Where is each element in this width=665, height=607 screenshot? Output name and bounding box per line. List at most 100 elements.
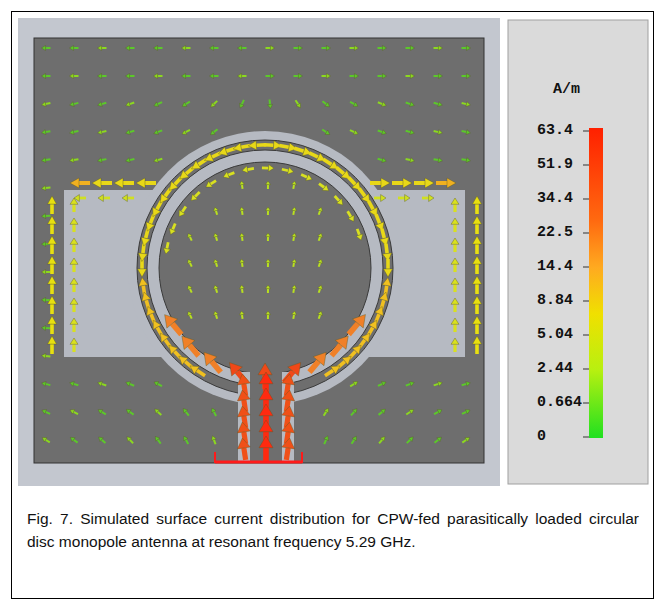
current-arrow-head	[99, 437, 104, 442]
current-arrow-shaft	[267, 315, 269, 319]
current-arrow-shaft	[406, 412, 410, 415]
current-arrow-head	[282, 406, 295, 417]
current-arrow-shaft	[46, 187, 51, 190]
current-arrow-shaft	[46, 47, 51, 49]
current-arrow-shaft	[242, 47, 247, 49]
current-arrow-shaft	[462, 75, 467, 77]
current-arrow-head	[179, 210, 185, 216]
current-arrow-head	[42, 297, 46, 302]
current-arrow-shaft	[190, 289, 192, 293]
current-arrow-shaft	[319, 263, 320, 267]
current-arrow-head	[238, 74, 242, 79]
current-arrow-head	[380, 437, 385, 442]
current-arrow-shaft	[195, 192, 200, 197]
current-arrow-shaft	[319, 289, 320, 293]
current-arrow-shaft	[263, 448, 269, 462]
current-arrow-head	[98, 158, 102, 163]
current-arrow-shaft	[453, 264, 456, 272]
current-arrow-head	[409, 437, 414, 442]
current-arrow-shaft	[102, 103, 107, 104]
current-arrow-shaft	[453, 244, 456, 252]
current-arrow-head	[74, 195, 79, 202]
current-arrow-head	[375, 306, 383, 315]
current-arrow-head	[318, 285, 323, 289]
current-arrow-head	[183, 408, 187, 413]
current-arrow-shaft	[378, 102, 383, 104]
current-arrow-shaft	[46, 384, 51, 385]
current-arrow-head	[473, 196, 482, 204]
current-arrow-head	[403, 178, 412, 188]
current-arrow-head	[242, 166, 248, 173]
current-arrow-head	[239, 181, 244, 185]
current-arrow-head	[213, 207, 218, 211]
scale-value: 63.4	[537, 122, 573, 140]
legend-panel	[508, 20, 648, 484]
current-arrow-shaft	[267, 289, 269, 293]
current-arrow-shaft	[101, 181, 112, 185]
current-arrow-head	[466, 102, 471, 107]
current-arrow-head	[237, 422, 250, 433]
current-arrow-head	[204, 153, 213, 161]
current-arrow-head	[42, 269, 46, 274]
current-arrow-head	[331, 366, 340, 374]
current-arrow-head	[191, 194, 197, 200]
current-arrow-head	[473, 236, 482, 244]
current-arrow-shaft	[74, 75, 79, 77]
current-arrow-head	[466, 158, 470, 163]
current-arrow-head	[292, 311, 297, 315]
current-arrow-head	[438, 381, 443, 386]
current-arrow-head	[210, 46, 214, 51]
current-arrow-head	[325, 102, 330, 106]
current-arrow-shaft	[46, 130, 51, 133]
current-arrow-head	[369, 320, 377, 329]
current-arrow-shaft	[294, 148, 303, 151]
current-arrow-shaft	[158, 47, 163, 49]
current-arrow-shaft	[475, 264, 479, 274]
cpw-gap	[238, 372, 294, 463]
current-arrow-shaft	[264, 143, 274, 147]
current-arrow-shaft	[186, 440, 188, 444]
current-arrow-shaft	[462, 103, 467, 104]
current-arrow-shaft	[422, 197, 429, 200]
current-arrow-head	[318, 259, 323, 263]
current-arrow-head	[182, 102, 187, 106]
current-arrow-head	[70, 46, 74, 51]
current-arrow-head	[451, 238, 459, 244]
current-arrow-head	[223, 172, 229, 179]
current-arrow-head	[213, 259, 218, 263]
current-arrow-shaft	[322, 47, 327, 49]
current-arrow-shaft	[350, 47, 355, 49]
current-arrow-shaft	[242, 75, 247, 77]
current-arrow-head	[154, 158, 159, 163]
current-arrow-shaft	[79, 197, 86, 200]
current-arrow-shaft	[241, 263, 244, 267]
current-arrow-head	[70, 278, 78, 284]
current-arrow-shaft	[475, 224, 479, 234]
current-arrow-shaft	[46, 412, 51, 414]
current-arrow-head	[465, 410, 470, 414]
current-arrow-head	[266, 233, 271, 237]
current-arrow-shaft	[158, 130, 163, 132]
current-arrow-head	[42, 381, 47, 386]
current-arrow-head	[239, 285, 244, 289]
current-arrow-head	[70, 218, 78, 224]
current-arrow-shaft	[189, 345, 198, 356]
current-arrow-head	[182, 130, 187, 134]
current-arrow-head	[155, 436, 159, 441]
current-arrow-head	[182, 336, 195, 349]
current-arrow-head	[42, 410, 47, 415]
current-arrow-shaft	[319, 315, 320, 319]
current-arrow-head	[352, 409, 357, 414]
current-arrow-head	[42, 438, 47, 442]
current-arrow-head	[429, 195, 434, 202]
current-arrow-shaft	[325, 370, 333, 375]
figure-caption: Fig. 7. Simulated surface current distri…	[27, 507, 639, 553]
current-arrow-shaft	[74, 158, 79, 161]
current-arrow-shaft	[212, 361, 221, 372]
current-arrow-head	[353, 382, 358, 386]
current-arrow-head	[270, 74, 274, 79]
current-arrow-shaft	[386, 259, 390, 269]
current-arrow-shaft	[241, 315, 244, 319]
current-arrow-head	[306, 174, 312, 180]
current-arrow-head	[70, 158, 74, 163]
